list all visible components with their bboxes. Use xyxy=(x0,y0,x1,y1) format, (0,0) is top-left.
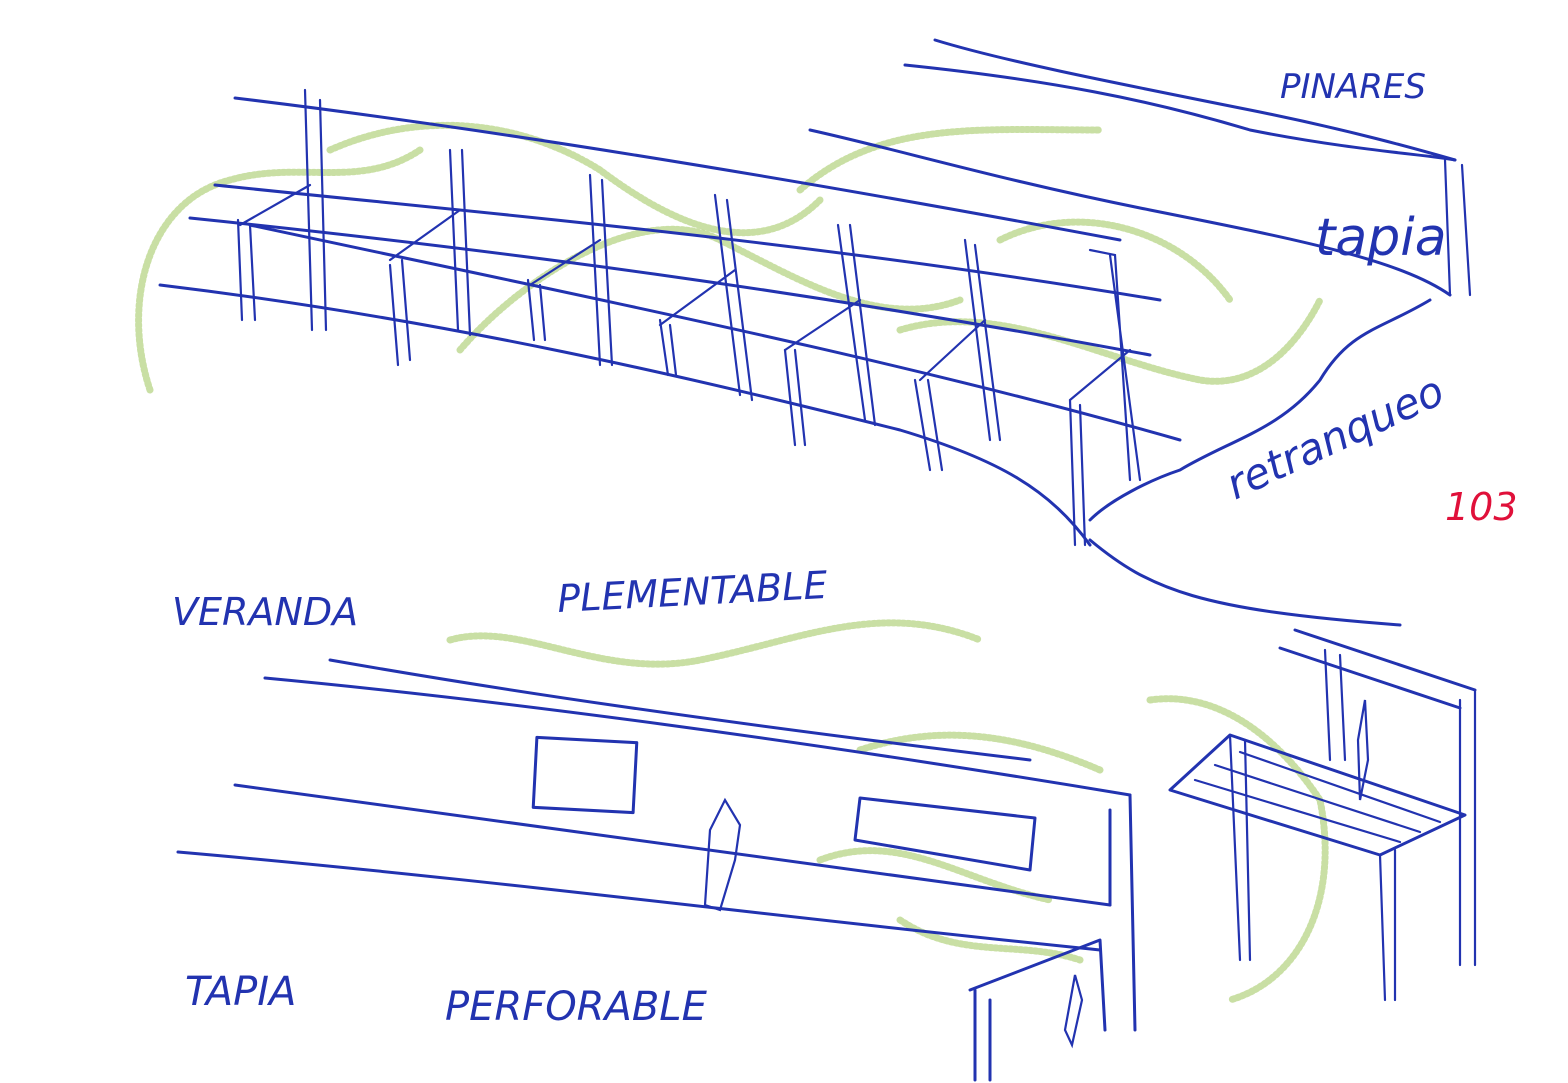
perforable-wall-drawing xyxy=(176,658,1137,1082)
label-retranqueo: retranqueo xyxy=(1219,366,1452,509)
page-number: 103 xyxy=(1445,485,1518,529)
label-pinares: PINARES xyxy=(1280,67,1426,107)
veranda-frame-drawing xyxy=(158,88,1182,547)
terrain-lines xyxy=(808,38,1472,627)
label-veranda: VERANDA xyxy=(172,590,358,634)
label-tapia-top: tapia xyxy=(1315,208,1447,268)
label-perforable: PERFORABLE xyxy=(445,984,708,1030)
label-plementable: PLEMENTABLE xyxy=(556,563,828,621)
label-tapia-bottom: TAPIA xyxy=(185,969,296,1015)
pergola-drawing xyxy=(1168,628,1477,1002)
